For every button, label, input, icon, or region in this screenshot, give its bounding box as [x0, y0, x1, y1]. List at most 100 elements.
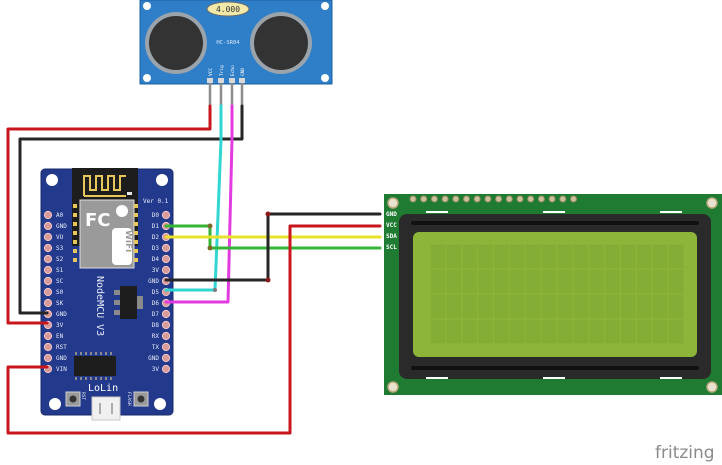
ultrasonic-sensor[interactable]: 4.000 HC-SR04 VCC Trig Echo GND [139, 0, 333, 106]
flash-button[interactable] [133, 391, 149, 407]
lcd-pin-label-vcc: VCC [386, 222, 397, 229]
mcu-pin-left-gnd[interactable] [43, 353, 53, 363]
rst-button[interactable] [65, 391, 81, 407]
mcu-pin-label: D6 [152, 300, 160, 307]
mcu-pin-left-s2[interactable] [43, 254, 53, 264]
lcd-char-cell [652, 319, 668, 344]
nodemcu-board[interactable]: FC WiFi Ver 0.1 NodeMCU V3 [40, 168, 174, 421]
lcd-char-cell [573, 319, 589, 344]
lcd-char-cell [541, 244, 557, 269]
lcd-char-cell [541, 294, 557, 319]
mcu-pin-label: S2 [56, 256, 64, 263]
board-version-label: Ver 0.1 [143, 198, 169, 205]
lcd-char-cell [605, 294, 620, 319]
lcd-char-cell [430, 319, 446, 344]
mcu-pin-label: GND [56, 223, 67, 230]
mcu-pin-right-d3[interactable] [161, 243, 171, 253]
wire-sensor-vcc-to-mcu-3v[interactable] [6, 104, 212, 325]
mount-hole [321, 2, 329, 10]
lcd-char-cell [478, 319, 493, 344]
lcd-char-cell [541, 319, 557, 344]
micro-usb-port[interactable] [91, 396, 121, 421]
mcu-pin-right-d4[interactable] [161, 254, 171, 264]
lcd-header-pin [441, 195, 449, 203]
wire-sensor-echo-to-mcu-d6[interactable] [164, 104, 234, 304]
lcd-header-pin [473, 195, 481, 203]
mount-hole [706, 381, 718, 393]
mcu-pin-left-sk[interactable] [43, 298, 53, 308]
lcd-pin-label-gnd: GND [386, 211, 397, 218]
lcd-pin-label-scl: SCL [386, 244, 397, 251]
lcd-char-cell [589, 244, 605, 269]
mcu-pin-right-tx[interactable] [161, 342, 171, 352]
sensor-pin-vcc[interactable] [207, 78, 213, 83]
mcu-pin-label: D1 [152, 223, 160, 230]
crystal-oscillator [206, 1, 250, 17]
lcd-char-cell [557, 269, 573, 294]
lcd-header-pin [537, 195, 545, 203]
mcu-pin-left-rst[interactable] [43, 342, 53, 352]
lcd-char-cell [557, 319, 573, 344]
lcd-char-cell [462, 319, 478, 344]
rst-button-label: RST [80, 392, 86, 400]
mount-hole [706, 197, 718, 209]
mcu-pin-left-s1[interactable] [43, 265, 53, 275]
wire-mcu-gnd-to-lcd-gnd[interactable] [164, 212, 382, 282]
mount-hole [156, 174, 168, 186]
wire-sensor-gnd-to-mcu-gnd[interactable] [18, 104, 244, 315]
mcu-pin-left-s3[interactable] [43, 243, 53, 253]
esp8266-module: FC WiFi [72, 168, 138, 269]
lcd-char-cell [494, 244, 509, 269]
mcu-pin-label: S0 [56, 289, 64, 296]
mcu-pin-label: GND [148, 355, 159, 362]
mcu-pin-right-3v[interactable] [161, 364, 171, 374]
mount-hole [46, 174, 58, 186]
mcu-pin-right-d8[interactable] [161, 320, 171, 330]
mcu-pin-left-gnd[interactable] [43, 221, 53, 231]
lcd-char-cell [636, 294, 652, 319]
lcd-char-cell [509, 319, 525, 344]
mcu-pin-label: 3V [56, 322, 64, 329]
lcd-header-pins [409, 195, 577, 203]
lcd-header-pin [452, 195, 460, 203]
lcd-char-cell [494, 319, 509, 344]
sensor-pin-label-gnd: GND [240, 68, 246, 76]
lcd-char-cell [509, 269, 525, 294]
lcd-char-cell [668, 319, 684, 344]
clip-mark [660, 211, 682, 213]
mcu-pin-left-en[interactable] [43, 331, 53, 341]
mcu-pin-left-sc[interactable] [43, 276, 53, 286]
lcd-char-cell [446, 294, 462, 319]
mcu-pin-right-gnd[interactable] [161, 353, 171, 363]
mcu-pin-right-rx[interactable] [161, 331, 171, 341]
mcu-pin-label: D7 [152, 311, 160, 318]
sensor-pin-gnd[interactable] [239, 78, 245, 83]
mcu-pin-left-s0[interactable] [43, 287, 53, 297]
lcd-header-pin [505, 195, 513, 203]
lcd-char-cell [605, 244, 620, 269]
wire-mcu-vin-to-lcd-vcc[interactable] [6, 224, 382, 435]
lcd-header-pin [463, 195, 470, 203]
lcd-display[interactable]: GND VCC SDA SCL [384, 194, 722, 395]
lcd-char-cell [509, 294, 525, 319]
lcd-char-cell [668, 269, 684, 294]
sensor-pin-echo[interactable] [229, 78, 235, 83]
board-name-label: NodeMCU V3 [94, 276, 105, 336]
fritzing-logo: fritzing [655, 443, 715, 463]
mcu-pin-right-3v[interactable] [161, 265, 171, 275]
mcu-pin-label: D4 [152, 256, 160, 263]
wire-sensor-trig-to-mcu-d5[interactable] [164, 104, 223, 292]
lcd-char-cell [621, 294, 636, 319]
sensor-pin-trig[interactable] [218, 78, 224, 83]
mcu-pin-left-vu[interactable] [43, 232, 53, 242]
mcu-pin-right-d0[interactable] [161, 210, 171, 220]
fcc-logo: FC [85, 210, 111, 231]
mcu-pin-left-a0[interactable] [43, 210, 53, 220]
mount-hole [387, 381, 399, 393]
lcd-char-cell [462, 294, 478, 319]
mcu-pin-right-d7[interactable] [161, 309, 171, 319]
clip-mark [543, 377, 565, 379]
receiver-transducer [254, 16, 308, 70]
mount-hole [154, 398, 166, 410]
